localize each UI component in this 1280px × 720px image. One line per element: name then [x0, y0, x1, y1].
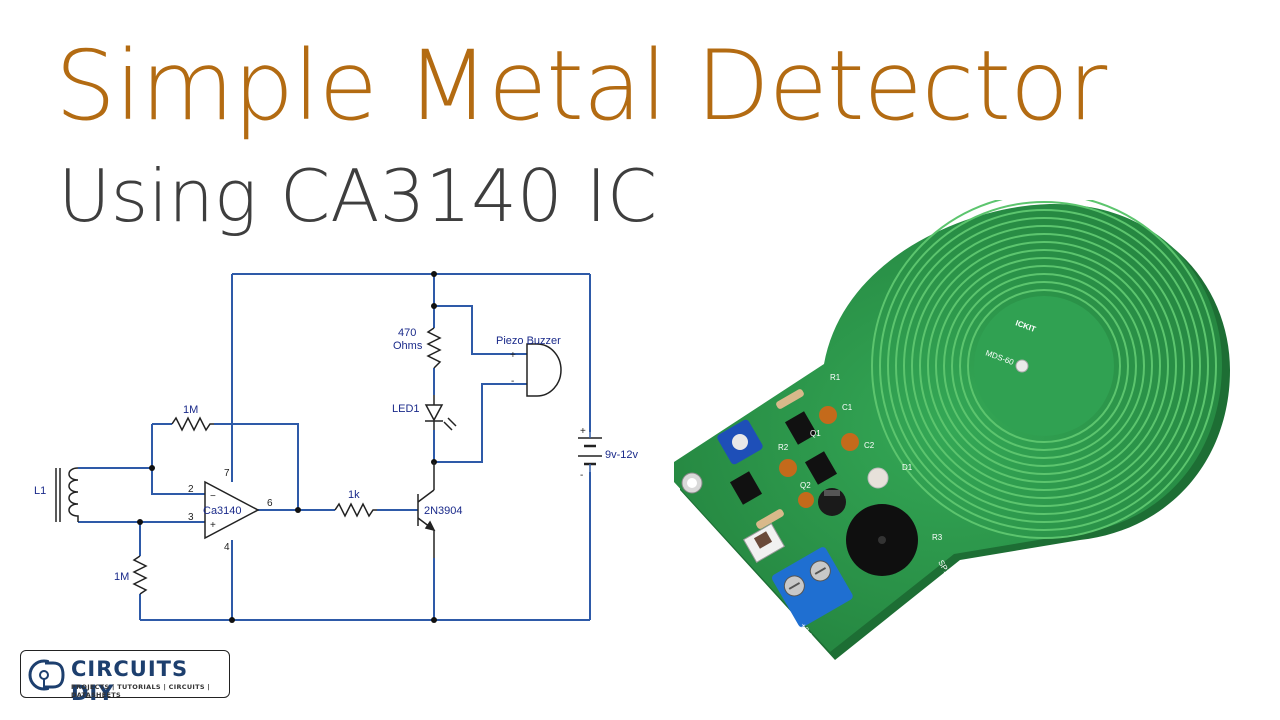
silk-power-on: POWER ON	[716, 565, 746, 608]
resistor-base	[334, 502, 377, 518]
resistor-led-unit: Ohms	[393, 340, 423, 352]
terminal-block	[771, 547, 853, 628]
led-label: LED1	[392, 403, 420, 415]
coil-center	[974, 296, 1114, 436]
pin-7-label: 7	[224, 468, 230, 479]
opamp-minus: −	[210, 491, 216, 502]
opamp-ca3140: − + Ca3140 2 3 7 4 6	[188, 468, 273, 553]
silk-c2: C2	[864, 441, 875, 450]
silk-q1: Q1	[810, 429, 821, 438]
pin-6-label: 6	[267, 498, 273, 509]
resistor-r2	[756, 509, 784, 529]
resistor-led-value: 470	[398, 327, 416, 339]
buzzer-minus: -	[511, 376, 514, 387]
transistor-q2	[804, 451, 838, 485]
potentiometer-knob	[732, 434, 748, 450]
resistor-ground-label: 1M	[114, 571, 129, 583]
capacitor-c1	[819, 406, 837, 424]
pin-2-label: 2	[188, 484, 194, 495]
resistor-base-label: 1k	[348, 489, 360, 501]
pin-3-label: 3	[188, 512, 194, 523]
battery-plus: +	[580, 426, 586, 437]
capacitor-c4	[798, 492, 814, 508]
capacitor-stripe	[824, 490, 840, 496]
silk-q2: Q2	[800, 481, 811, 490]
junction-dots	[137, 271, 437, 623]
resistor-led	[426, 327, 442, 369]
silk-c1: C1	[842, 403, 853, 412]
buzzer-plus: +	[510, 350, 516, 361]
silk-d1: D1	[902, 463, 913, 472]
buzzer-hole	[878, 536, 886, 544]
transistor-2n3904	[417, 462, 436, 558]
silk-r1: R1	[830, 373, 841, 382]
logo-tagline: PROJECTS | TUTORIALS | CIRCUITS | DATASH…	[71, 683, 211, 699]
capacitor-c3	[779, 459, 797, 477]
battery	[578, 432, 602, 472]
led-component	[867, 467, 889, 489]
page-title: Simple Metal Detector	[55, 30, 1107, 142]
pcb-board-photo: ICKIT MDS-60 POWER ON +3-5V R1 R2 R3 C1 …	[674, 200, 1230, 660]
opamp-plus: +	[210, 520, 216, 531]
center-hole	[1015, 359, 1029, 373]
wires	[78, 273, 591, 621]
circuit-schematic: 1M L1 1M − + Ca3140 2 3 7 4 6 1k 2N3904 …	[34, 271, 639, 623]
led-diode	[424, 395, 457, 431]
coil-label: L1	[34, 485, 46, 497]
piezo-buzzer	[526, 343, 562, 397]
mount-hole-inner	[687, 478, 697, 488]
battery-minus: -	[580, 470, 583, 481]
circuits-diy-logo: CIRCUITS DIY PROJECTS | TUTORIALS | CIRC…	[20, 650, 230, 705]
coil-rings	[871, 200, 1217, 539]
buzzer-label: Piezo Buzzer	[496, 335, 561, 347]
silk-r3: R3	[932, 533, 943, 542]
transistor-q1	[784, 411, 818, 445]
silk-r2: R2	[778, 443, 789, 452]
transistor-label: 2N3904	[424, 505, 463, 517]
ic-chip	[729, 471, 763, 505]
resistor-r1	[776, 389, 804, 409]
capacitor-c2	[841, 433, 859, 451]
resistor-feedback-label: 1M	[183, 404, 198, 416]
power-switch-slider	[753, 531, 773, 549]
opamp-label: Ca3140	[203, 505, 242, 517]
pin-4-label: 4	[224, 542, 230, 553]
page-subtitle: Using CA3140 IC	[58, 154, 658, 238]
battery-label: 9v-12v	[605, 449, 639, 461]
logo-mark-icon	[28, 658, 67, 692]
resistor-feedback	[171, 416, 214, 432]
resistor-ground	[132, 555, 148, 595]
logo-brand: CIRCUITS DIY	[71, 657, 189, 705]
coil-l1	[55, 467, 79, 522]
